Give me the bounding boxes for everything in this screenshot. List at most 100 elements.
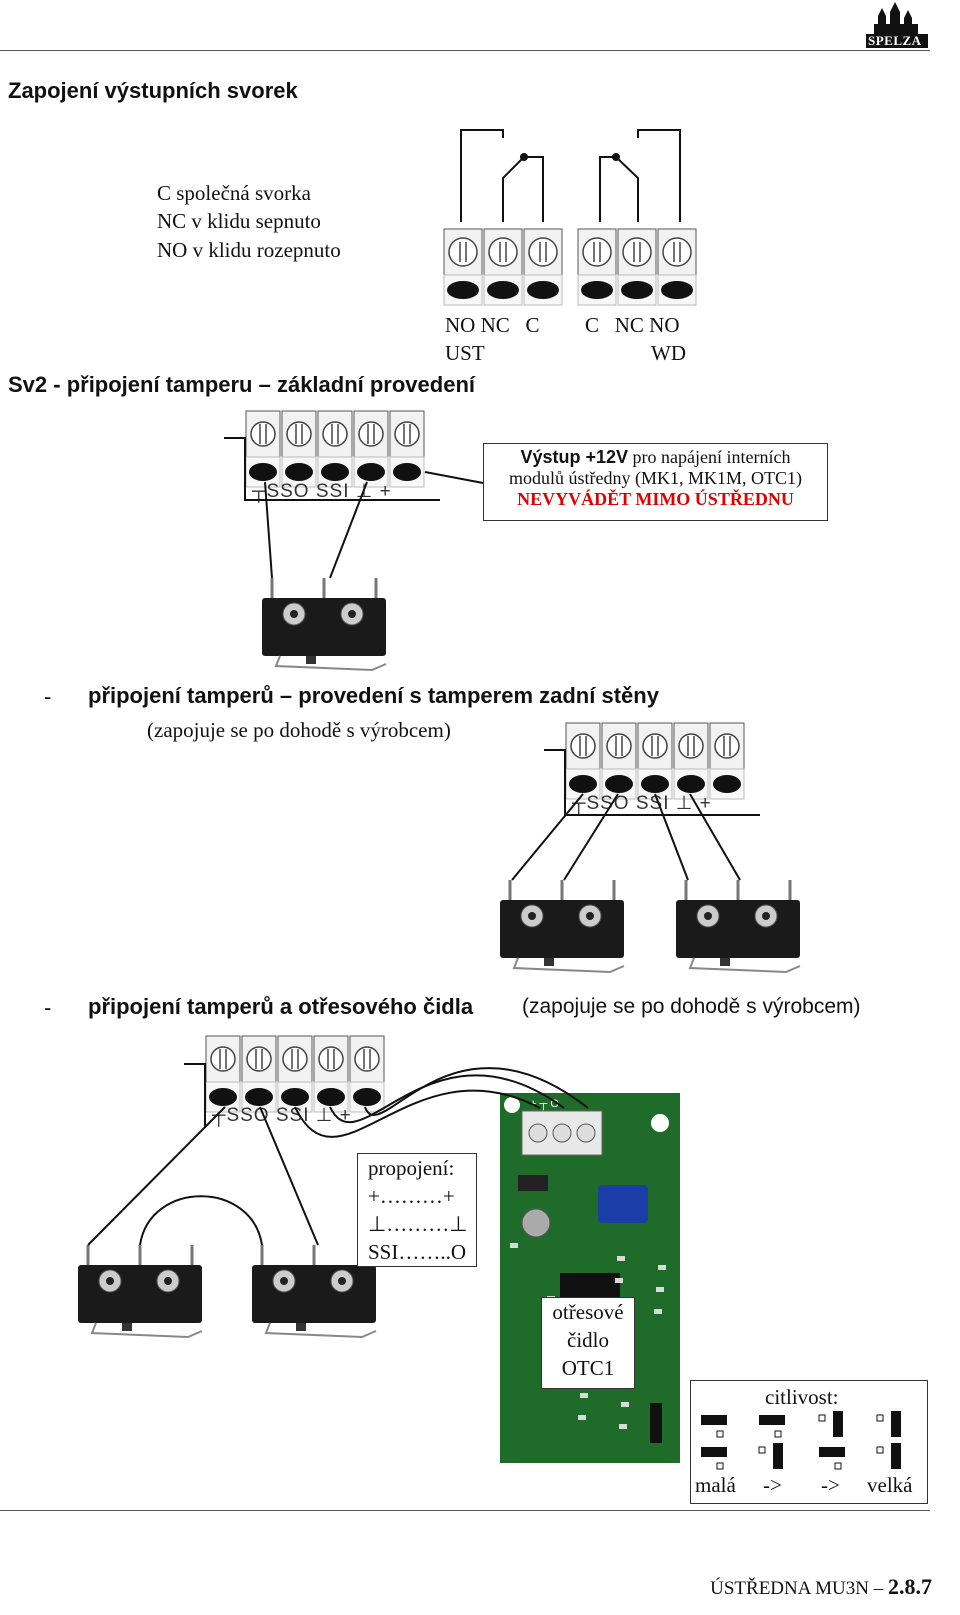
screw-terminal: [389, 410, 425, 488]
tamper-switch-sensor-2: [252, 1245, 377, 1345]
section3-subtitle: (zapojuje se po dohodě s výrobcem): [147, 718, 451, 742]
section4-title: připojení tamperů a otřesového čidla: [88, 994, 474, 1019]
jumper-setting: [758, 1415, 785, 1469]
screw-terminal: [617, 228, 657, 306]
logo: SPELZA: [866, 2, 928, 50]
voltage-note-pointer: [424, 471, 484, 484]
wire-rear-1: [511, 793, 584, 881]
sensor-board-graphic: + ┬ O: [500, 1093, 680, 1463]
interconnect-line-2: +………+: [368, 1184, 455, 1208]
screw-terminal: [637, 722, 673, 800]
screw-terminal: [601, 722, 637, 800]
section3-title: připojení tamperů – provedení s tamperem…: [88, 683, 659, 708]
terminal-strip-rear-graphic: [565, 722, 745, 800]
strip-labels-rear: ┬SSO SSI ⊥ +: [572, 793, 712, 814]
relay-labels-left: NO NC C: [445, 313, 540, 337]
screw-terminal: [523, 228, 563, 306]
relay-block-wd: [577, 228, 697, 308]
screw-terminal: [353, 410, 389, 488]
wire-tamper-bridge: [139, 1195, 263, 1246]
ic-chip: [560, 1273, 620, 1297]
interconnect-line-3: ⊥………⊥: [368, 1212, 468, 1236]
jumper-setting: [701, 1415, 727, 1470]
terminal-strip-rear: [565, 722, 745, 800]
interconnect-line-4: SSI……..O: [368, 1240, 467, 1264]
screw-terminal: [205, 1035, 241, 1113]
sensor-label-line-2: čidlo: [567, 1328, 609, 1352]
sensitivity-title: citlivost:: [765, 1385, 839, 1409]
legend-line-2: NC v klidu sepnuto: [157, 209, 321, 233]
legend-line-1: C společná svorka: [157, 181, 311, 205]
interconnect-box: propojení: +………+ ⊥………⊥ SSI……..O: [357, 1153, 477, 1267]
wire-basic-1: [264, 481, 273, 579]
tamper-switch-basic-graphic: [262, 578, 387, 672]
jumper-diagram: [691, 1411, 927, 1471]
screw-terminal: [277, 1035, 313, 1113]
sensitivity-box: citlivost: malá -> -> velká: [690, 1380, 928, 1504]
footer-doc-name: ÚSTŘEDNA MU3N –: [710, 1578, 884, 1599]
screw-terminal: [349, 1035, 385, 1113]
logo-castle-icon: [866, 2, 928, 50]
logo-text: SPELZA: [868, 33, 922, 48]
section4-dash: -: [44, 995, 52, 1020]
section1-title: Zapojení výstupních svorek: [8, 78, 298, 103]
sensor-board: + ┬ O: [500, 1093, 680, 1463]
screw-terminal: [313, 1035, 349, 1113]
screw-terminal: [245, 410, 281, 488]
voltage-note-warning: NEVYVÁDĚT MIMO ÚSTŘEDNU: [517, 489, 794, 509]
sensor-label-line-3: OTC1: [561, 1356, 615, 1380]
screw-terminal: [281, 410, 317, 488]
wire-sensor-ground: [329, 1074, 565, 1124]
section4-subtitle: (zapojuje se po dohodě s výrobcem): [522, 995, 861, 1018]
footer-doc: ÚSTŘEDNA MU3N – 2.8.7: [710, 1574, 932, 1600]
strip-basic-frame: [224, 437, 440, 501]
voltage-note-line2: modulů ústředny (MK1, MK1M, OTC1): [509, 468, 802, 488]
strip-labels-sensor: ┬SSO SSI ⊥ +: [212, 1105, 352, 1126]
section2-title: Sv2 - připojení tamperu – základní prove…: [8, 372, 476, 397]
wire-basic-2: [329, 481, 368, 579]
footer-page-number: 2.8.7: [888, 1574, 932, 1599]
screw-terminal: [673, 722, 709, 800]
screw-terminal: [709, 722, 745, 800]
sensor-label-line-1: otřesové: [552, 1300, 624, 1324]
sensitivity-scale-small: malá: [695, 1473, 736, 1497]
tamper-switch-rear-2: [676, 880, 801, 980]
strip-rear-frame: [544, 749, 760, 816]
capacitor: [598, 1185, 648, 1223]
tamper-switch-rear-1: [500, 880, 625, 980]
screw-terminal: [317, 410, 353, 488]
strip-labels-basic: ┬SSO SSI ⊥ +: [252, 481, 392, 502]
tamper-switch-basic: [262, 578, 387, 678]
jumper-setting: [876, 1411, 901, 1469]
relay-block-ust-graphic: [443, 228, 563, 306]
screw-terminal: [657, 228, 697, 306]
wire-rear-3: [654, 793, 689, 881]
interconnect-line-1: propojení:: [368, 1156, 455, 1180]
relay-group-wd: WD: [651, 341, 686, 365]
voltage-note: Výstup +12V pro napájení interních modul…: [483, 443, 828, 521]
sensitivity-scale-arrow-1: ->: [763, 1473, 782, 1497]
wire-sensor-plus: [364, 1067, 589, 1116]
screw-terminal: [483, 228, 523, 306]
tamper-switch-sensor-2-graphic: [252, 1245, 377, 1339]
relay-group-ust: UST: [445, 341, 485, 365]
jumper-header: [650, 1403, 662, 1443]
sensor-label-box: otřesové čidlo OTC1: [541, 1297, 635, 1389]
relay-block-wd-graphic: [577, 228, 697, 306]
wire-rear-2: [563, 793, 619, 881]
tamper-switch-sensor-1-graphic: [78, 1245, 203, 1339]
strip-sensor-frame: [184, 1063, 206, 1128]
header-rule: [0, 50, 930, 51]
terminal-strip-sensor-graphic: [205, 1035, 385, 1113]
sensitivity-scale-large: velká: [867, 1473, 913, 1497]
legend-line-3: NO v klidu rozepnuto: [157, 238, 341, 262]
screw-terminal: [577, 228, 617, 306]
terminal-strip-basic: [245, 410, 425, 488]
sensitivity-scale-arrow-2: ->: [821, 1473, 840, 1497]
crystal: [521, 1208, 551, 1238]
tamper-switch-sensor-1: [78, 1245, 203, 1345]
footer-rule: [0, 1510, 930, 1511]
voltage-note-rest: pro napájení interních: [628, 447, 791, 467]
